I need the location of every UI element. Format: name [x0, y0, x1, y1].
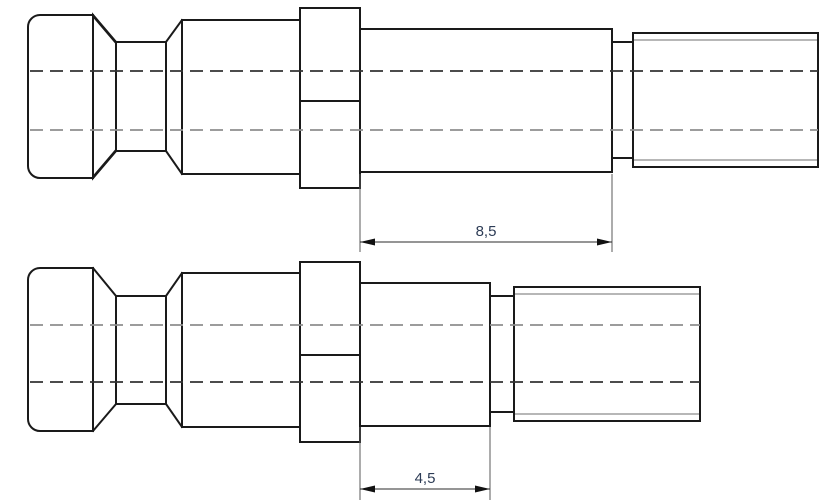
top-sleeve-outline	[632, 32, 819, 168]
top-barrel-outline	[181, 19, 301, 175]
bottom-dim-arrow-left	[360, 485, 375, 493]
bottom-barrel-outline	[181, 272, 301, 428]
top-neck-outline	[611, 41, 634, 159]
top-view-group: 8,5	[27, 7, 819, 252]
top-head-taper-lower-line	[91, 149, 118, 180]
bottom-groove-taper-upper	[164, 271, 184, 298]
top-dim-arrow-left	[360, 238, 375, 246]
bottom-head-taper-upper-line	[91, 266, 118, 298]
top-groove-taper-lower	[164, 149, 184, 176]
top-head-taper-upper-line	[91, 13, 118, 44]
bottom-head-taper-lower-line	[91, 402, 118, 433]
bottom-head-knurl-outline	[27, 267, 94, 432]
bottom-main-shank-outline	[359, 282, 491, 427]
bottom-groove-outline	[115, 295, 167, 405]
top-dimension-label: 8,5	[476, 223, 497, 240]
top-groove-taper-upper	[164, 18, 184, 44]
top-main-shank-outline	[359, 28, 613, 173]
bottom-flange-outline	[299, 261, 361, 443]
bottom-dim-arrow-right	[475, 485, 490, 493]
bottom-sleeve-outline	[513, 286, 701, 422]
top-groove-outline	[115, 41, 167, 152]
bottom-dimension-label: 4,5	[415, 470, 436, 487]
bottom-groove-taper-lower	[164, 402, 184, 429]
bottom-neck-outline	[489, 295, 515, 413]
bottom-view-group: 4,5	[27, 261, 701, 500]
top-flange-outline	[299, 7, 361, 189]
top-dim-arrow-right	[597, 238, 612, 246]
top-head-knurl-outline	[27, 14, 94, 179]
